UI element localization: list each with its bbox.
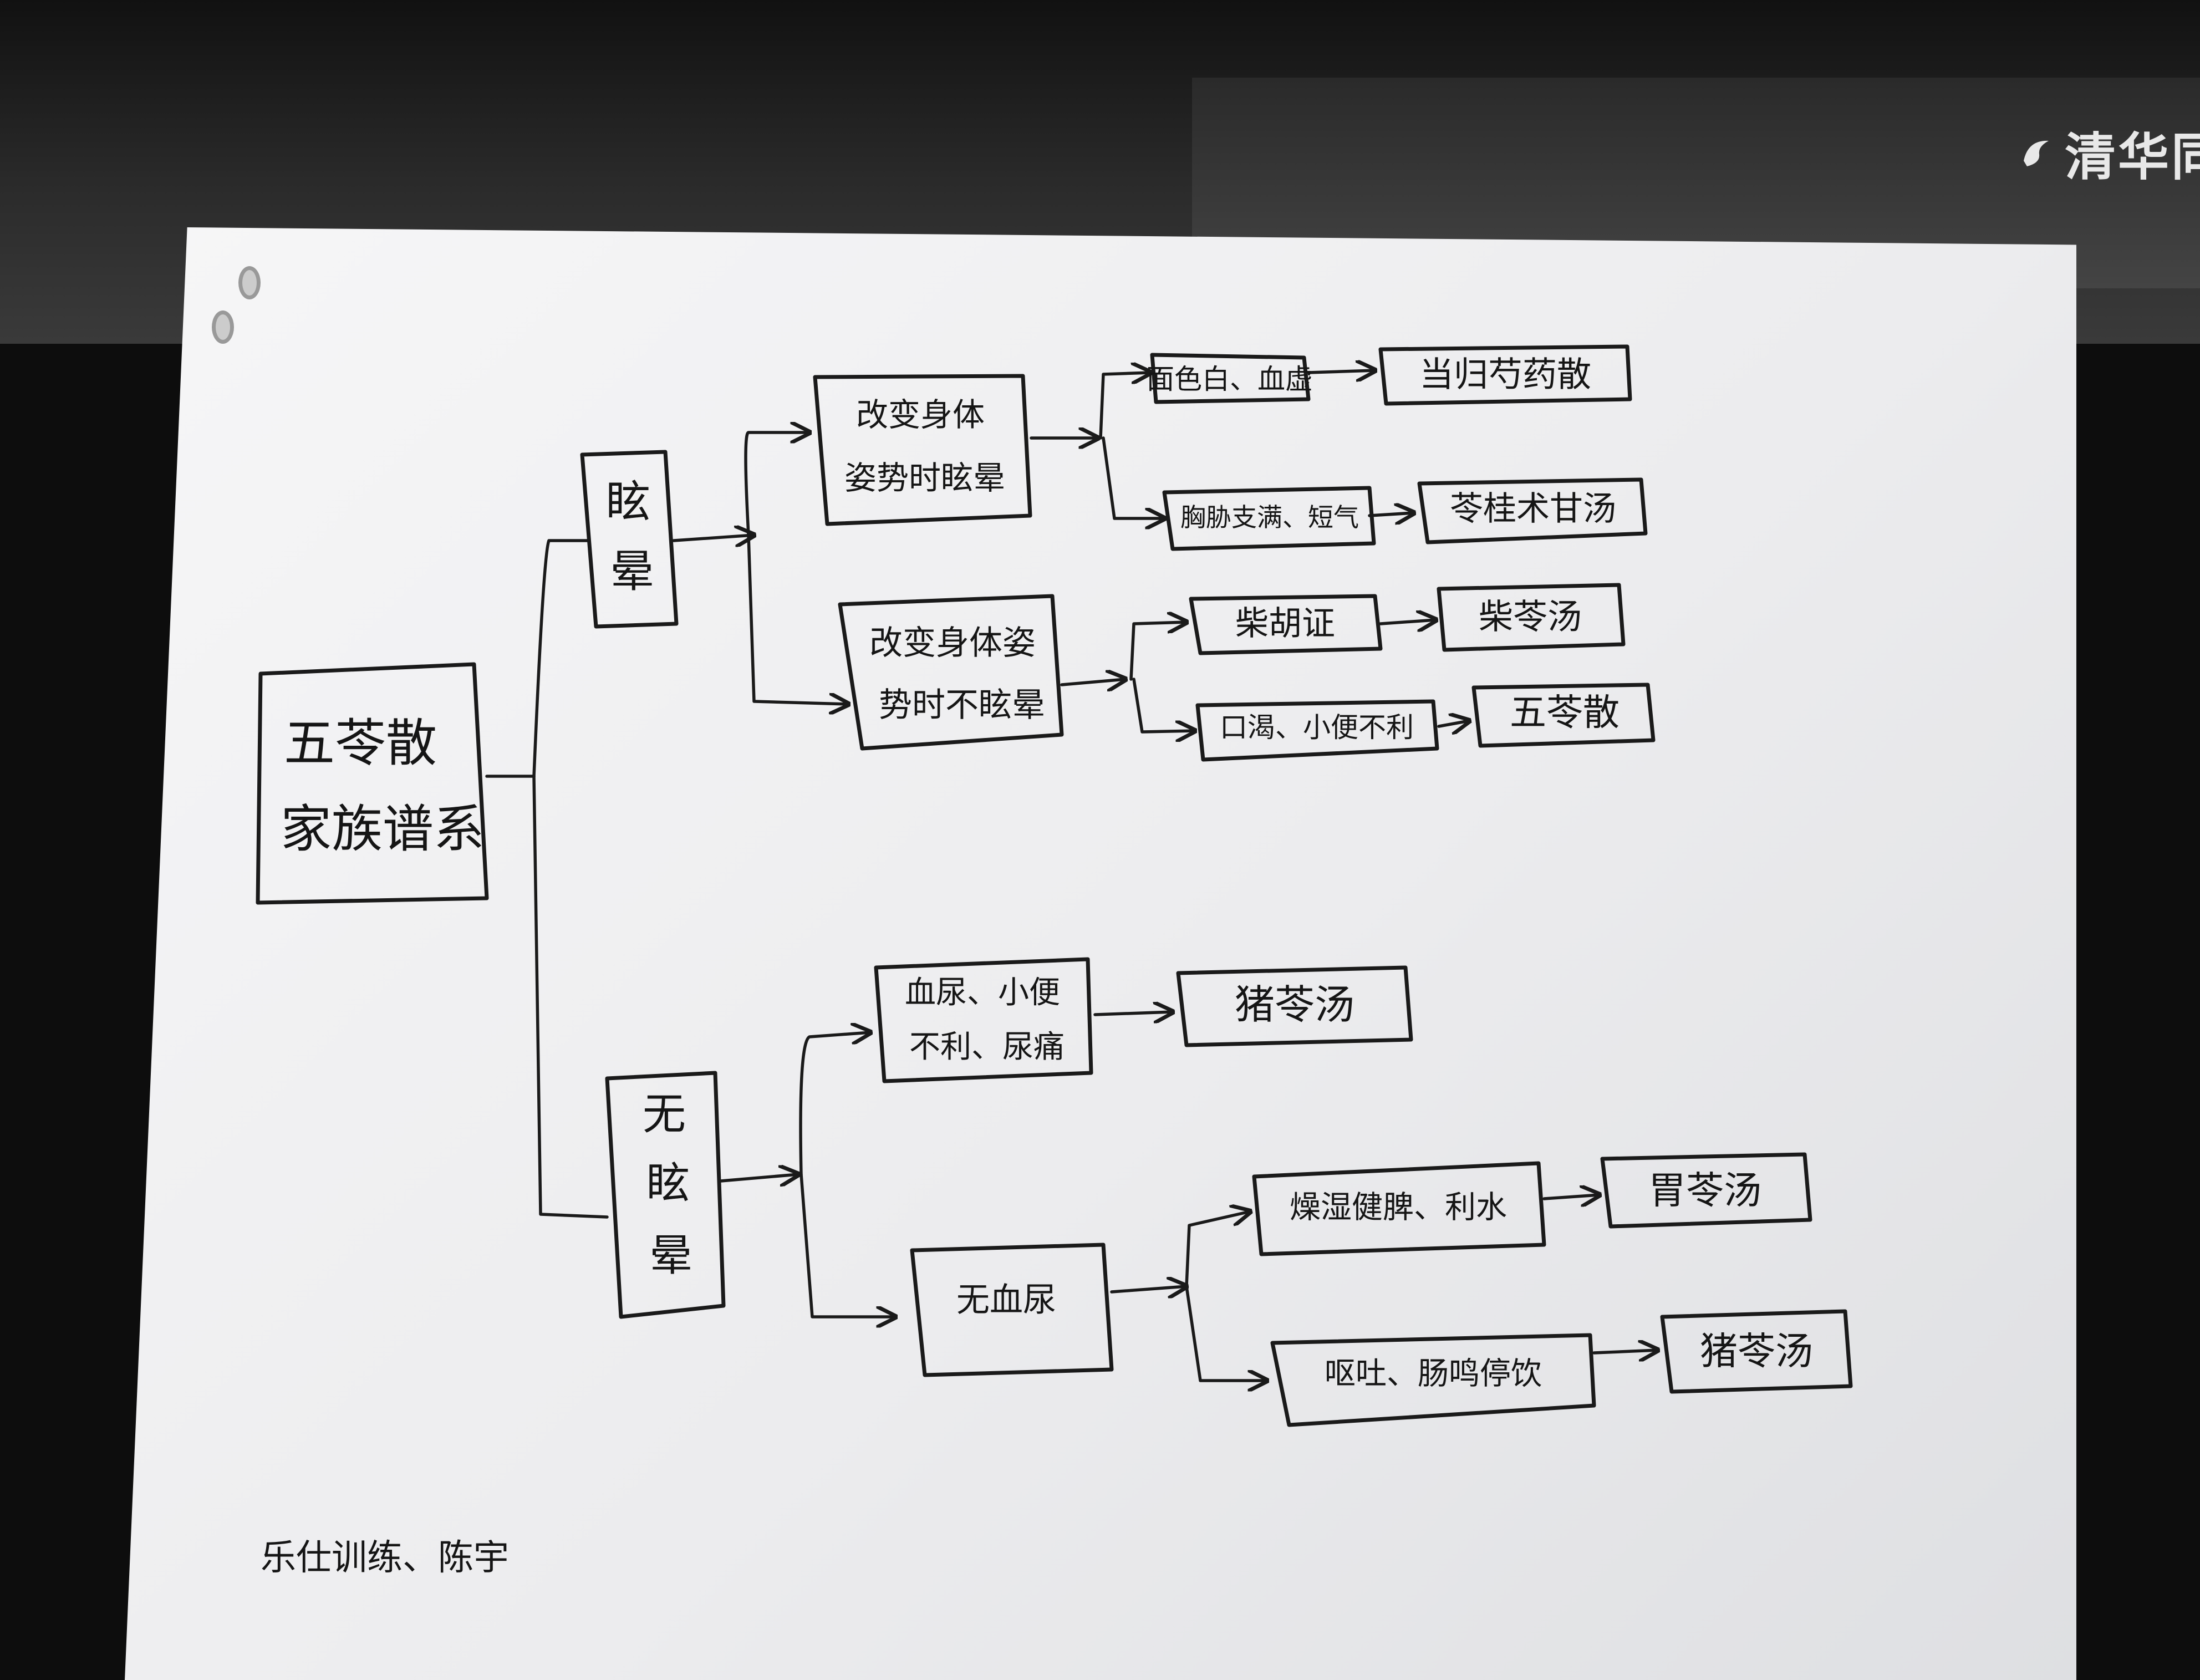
edge-chest-result — [1368, 513, 1414, 516]
edge-no-vertigo-split — [719, 1174, 798, 1181]
node-hematuria: 血尿、小便不利、尿痛 — [874, 957, 1093, 1083]
node-chailing: 柴苓汤 — [1437, 583, 1626, 652]
node-wuling: 五苓散 — [1471, 683, 1656, 748]
node-thirst: 口渴、小便不利 — [1195, 699, 1439, 762]
edge-to-posture-vertigo — [744, 432, 809, 537]
node-hematuria-label: 血尿、小便不利、尿痛 — [905, 975, 1065, 1065]
edge-to-chaihu — [1129, 622, 1186, 681]
node-linggui: 苓桂术甘汤 — [1417, 477, 1648, 544]
edge-no-hematuria-split — [1110, 1286, 1186, 1292]
edge-root-no-vertigo — [532, 775, 609, 1219]
brand-swirl-icon — [2024, 140, 2049, 166]
node-zhuling-1-label: 猪苓汤 — [1235, 981, 1354, 1028]
binder-ring-icon — [212, 310, 234, 344]
node-weiling-label: 胃苓汤 — [1648, 1169, 1761, 1213]
node-chest: 胸胁支满、短气 — [1162, 486, 1376, 551]
node-chest-label: 胸胁支满、短气 — [1180, 502, 1359, 532]
signature: 乐仕训练、陈宇 — [261, 1538, 509, 1579]
node-no-hematuria: 无血尿 — [910, 1243, 1114, 1377]
edge-thirst-result — [1437, 721, 1469, 726]
edge-to-thirst — [1132, 678, 1195, 732]
node-vomiting: 呕吐、肠鸣停饮 — [1270, 1333, 1596, 1427]
node-chaihu: 柴胡证 — [1189, 594, 1383, 655]
edge-to-pale — [1099, 373, 1150, 440]
node-pale: 面色白、血虚 — [1147, 353, 1313, 404]
diagram-edges — [485, 370, 1658, 1381]
node-posture-vertigo-label: 改变身体姿势时眩晕 — [844, 396, 1005, 497]
node-wuling-label: 五苓散 — [1510, 691, 1620, 734]
node-root: 五苓散家族谱系 — [256, 662, 489, 905]
binder-ring-icon — [238, 266, 261, 299]
paper-sheet — [125, 227, 2076, 1680]
node-weiling: 胃苓汤 — [1600, 1152, 1812, 1229]
node-thirst-label: 口渴、小便不利 — [1220, 711, 1414, 744]
node-posture-vertigo: 改变身体姿势时眩晕 — [813, 374, 1032, 526]
edge-dampness-result — [1542, 1195, 1600, 1199]
node-pale-label: 面色白、血虚 — [1147, 363, 1313, 395]
node-danggui: 当归芍药散 — [1378, 344, 1632, 406]
node-posture-no-vertigo-label: 改变身体姿势时不眩晕 — [869, 624, 1045, 725]
edge-root-vertigo — [532, 539, 589, 778]
node-no-hematuria-label: 无血尿 — [956, 1281, 1056, 1320]
edge-chaihu-result — [1379, 620, 1436, 624]
node-vomiting-label: 呕吐、肠鸣停饮 — [1325, 1356, 1542, 1392]
edge-pale-result — [1307, 370, 1375, 373]
edge-to-chest — [1102, 436, 1164, 518]
brand-logo: 清华同 — [2018, 119, 2200, 187]
node-posture-no-vertigo: 改变身体姿势时不眩晕 — [838, 594, 1064, 751]
edge-to-hematuria — [799, 1032, 870, 1176]
node-no-vertigo: 无眩晕 — [605, 1071, 726, 1319]
node-dampness-label: 燥湿健脾、利水 — [1290, 1190, 1507, 1226]
node-linggui-label: 苓桂术甘汤 — [1450, 490, 1616, 528]
node-no-vertigo-label: 无眩晕 — [643, 1090, 692, 1281]
node-dampness: 燥湿健脾、利水 — [1252, 1161, 1546, 1256]
node-vertigo: 眩晕 — [580, 450, 679, 629]
edge-hematuria-result — [1093, 1012, 1173, 1015]
edge-vertigo-split — [672, 535, 754, 541]
node-zhuling-2-label: 猪苓汤 — [1700, 1330, 1813, 1374]
node-vertigo-label: 眩晕 — [606, 476, 654, 597]
edge-to-dampness — [1185, 1211, 1250, 1288]
node-zhuling-1: 猪苓汤 — [1176, 965, 1413, 1047]
node-chailing-label: 柴苓汤 — [1479, 597, 1582, 637]
node-chaihu-label: 柴胡证 — [1235, 604, 1335, 643]
node-root-label: 五苓散家族谱系 — [281, 714, 485, 859]
node-zhuling-2: 猪苓汤 — [1660, 1309, 1853, 1394]
node-danggui-label: 当归芍药散 — [1419, 354, 1591, 395]
edge-to-no-hematuria — [799, 1173, 895, 1317]
edge-posture-no-vertigo-split — [1060, 679, 1126, 685]
edge-vomiting-result — [1592, 1350, 1658, 1353]
brand-text: 清华同 — [2065, 127, 2200, 187]
edge-to-vomiting — [1185, 1285, 1267, 1381]
edge-to-posture-no-vertigo — [747, 533, 848, 704]
